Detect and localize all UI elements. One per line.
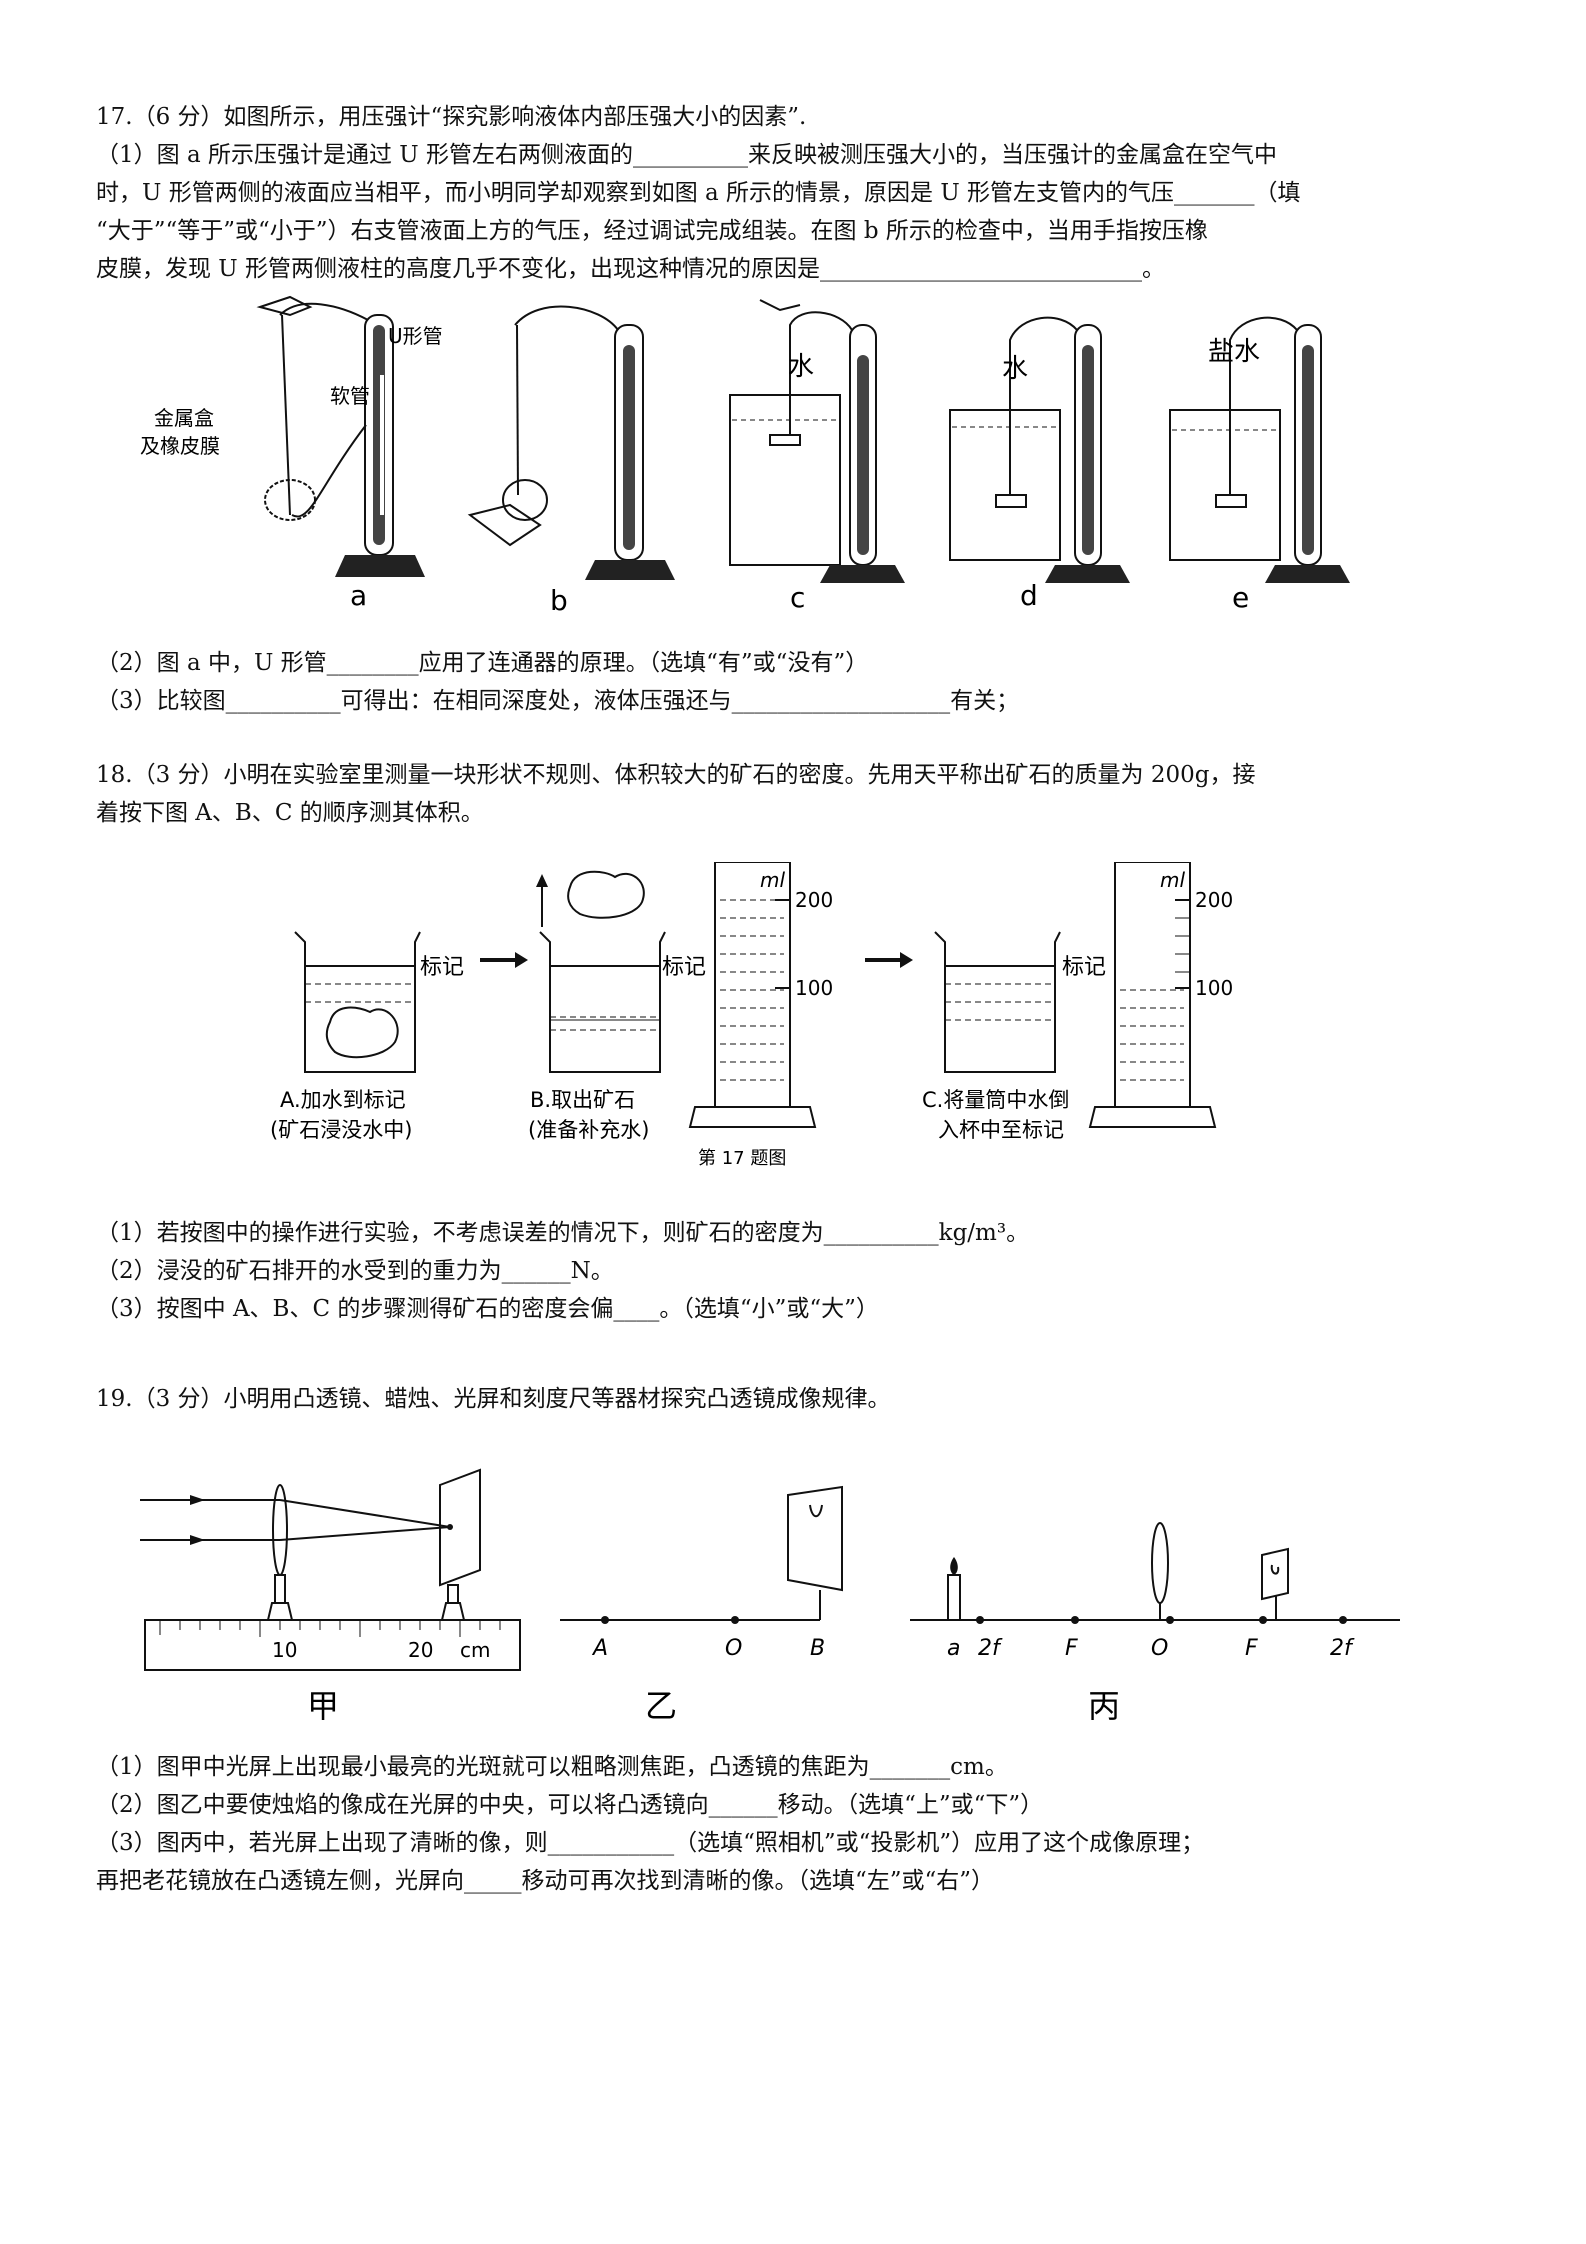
graduated-cylinder-2 — [1088, 862, 1217, 1128]
sub-label-c: c — [790, 581, 805, 614]
soft-tube-label: 软管 — [330, 384, 370, 408]
figure-caption: 第 17 题图 — [698, 1148, 786, 1169]
ruler-cm: cm — [460, 1638, 490, 1662]
salt-water-label-e: 盐水 — [1208, 337, 1260, 367]
ruler-10: 10 — [272, 1638, 297, 1662]
point-F-left: F — [1065, 1636, 1078, 1661]
arrow-right-icon — [515, 952, 528, 968]
q18-part1: （1）若按图中的操作进行实验，不考虑误差的情况下，则矿石的密度为________… — [96, 1220, 1030, 1246]
ml-unit-2: ml — [1160, 868, 1185, 892]
q18-beaker-figure: 标记 A.加水到标记 (矿石浸没水中) 标记 B.取出矿石 (准备补充水) — [270, 862, 1233, 1169]
beaker-c — [934, 931, 1061, 1073]
point-F-right: F — [1245, 1636, 1258, 1661]
point-2f-right: 2f — [1330, 1636, 1355, 1661]
point-a: a — [947, 1636, 960, 1661]
figure-a-manometer — [256, 295, 425, 577]
caption-a-line1: A.加水到标记 — [280, 1088, 406, 1112]
ruler-20: 20 — [408, 1638, 433, 1662]
metal-box-label: 金属盒 — [154, 406, 214, 430]
point-A: A — [591, 1636, 608, 1661]
tick-200-cyl2: 200 — [1195, 888, 1233, 912]
q19-part3-line2: 再把老花镜放在凸透镜左侧，光屏向_____移动可再次找到清晰的像。（选填“左”或… — [96, 1868, 995, 1894]
q18-title-line2: 着按下图 A、B、C 的顺序测其体积。 — [96, 800, 484, 826]
water-label-d: 水 — [1002, 354, 1028, 384]
q19-part2: （2）图乙中要使烛焰的像成在光屏的中央，可以将凸透镜向______移动。（选填“… — [96, 1792, 1044, 1818]
point-O-bing: O — [1151, 1636, 1168, 1661]
q19-title: 19.（3 分）小明用凸透镜、蜡烛、光屏和刻度尺等器材探究凸透镜成像规律。 — [96, 1386, 891, 1412]
tick-200-cyl1: 200 — [795, 888, 833, 912]
q17-title: 17.（6 分）如图所示，用压强计“探究影响液体内部压强大小的因素”. — [96, 104, 807, 130]
caption-b-line1: B.取出矿石 — [530, 1088, 635, 1112]
label-yi: 乙 — [645, 1687, 677, 1725]
q19-lens-figure: 10 20 cm 甲 A O B 乙 a 2f F O F 2f 丙 — [140, 1468, 1400, 1725]
mark-label-b: 标记 — [662, 955, 706, 980]
q19-part3-line1: （3）图丙中，若光屏上出现了清晰的像，则___________（选填“照相机”或… — [96, 1830, 1205, 1856]
tick-100-cyl2: 100 — [1195, 976, 1233, 1000]
q17-manometer-figure: U形管 软管 金属盒 及橡皮膜 a b 水 c 水 d — [140, 295, 1350, 615]
figure-e-manometer — [1169, 316, 1350, 583]
graduated-cylinder-1 — [688, 862, 817, 1128]
sub-label-d: d — [1020, 579, 1038, 612]
mark-label-a: 标记 — [420, 955, 464, 980]
q17-part3: （3）比较图__________可得出：在相同深度处，液体压强还与_______… — [96, 688, 1020, 714]
caption-a-line2: (矿石浸没水中) — [270, 1118, 412, 1142]
ml-unit-1: ml — [760, 868, 785, 892]
sub-label-e: e — [1232, 581, 1249, 614]
point-B: B — [810, 1636, 825, 1661]
q17-part1-line2: 时，U 形管两侧的液面应当相平，而小明同学却观察到如图 a 所示的情景，原因是 … — [96, 180, 1301, 206]
point-2f-left: 2f — [978, 1636, 1003, 1661]
rubber-membrane-label: 及橡皮膜 — [140, 434, 220, 458]
sub-label-b: b — [550, 584, 568, 615]
figure-yi — [560, 1485, 843, 1624]
q18-part3: （3）按图中 A、B、C 的步骤测得矿石的密度会偏____。（选填“小”或“大”… — [96, 1296, 879, 1322]
label-bing: 丙 — [1088, 1687, 1120, 1725]
mark-label-c: 标记 — [1062, 955, 1106, 980]
caption-c-line2: 入杯中至标记 — [938, 1118, 1064, 1142]
u-tube-label: U形管 — [388, 324, 443, 348]
q17-part1-line4: 皮膜，发现 U 形管两侧液柱的高度几乎不变化，出现这种情况的原因是_______… — [96, 256, 1166, 282]
figure-c-manometer — [729, 299, 905, 583]
label-jia: 甲 — [307, 1687, 339, 1725]
q17-part1-line3: “大于”“等于”或“小于”）右支管液面上方的气压，经过调试完成组装。在图 b 所… — [96, 218, 1208, 244]
beaker-b — [536, 870, 666, 1073]
arrow-up-icon — [536, 874, 548, 887]
arrow-right-icon-2 — [900, 952, 913, 968]
water-label-c: 水 — [788, 352, 814, 382]
caption-b-line2: (准备补充水) — [528, 1118, 649, 1142]
figure-bing — [910, 1522, 1400, 1624]
q17-part1-line1: （1）图 a 所示压强计是通过 U 形管左右两侧液面的__________来反映… — [96, 142, 1277, 168]
q18-part2: （2）浸没的矿石排开的水受到的重力为______N。 — [96, 1258, 614, 1284]
q19-part1: （1）图甲中光屏上出现最小最亮的光斑就可以粗略测焦距，凸透镜的焦距为______… — [96, 1754, 1008, 1780]
q17-part2: （2）图 a 中，U 形管________应用了连通器的原理。（选填“有”或“没… — [96, 650, 869, 676]
caption-c-line1: C.将量筒中水倒 — [922, 1088, 1069, 1112]
point-O: O — [725, 1636, 742, 1661]
figure-b-manometer — [467, 305, 675, 580]
figure-jia-focal-length — [140, 1468, 521, 1671]
q18-title-line1: 18.（3 分）小明在实验室里测量一块形状不规则、体积较大的矿石的密度。先用天平… — [96, 762, 1256, 788]
sub-label-a: a — [350, 579, 367, 612]
beaker-a — [294, 931, 421, 1073]
figure-d-manometer — [949, 316, 1130, 583]
tick-100-cyl1: 100 — [795, 976, 833, 1000]
